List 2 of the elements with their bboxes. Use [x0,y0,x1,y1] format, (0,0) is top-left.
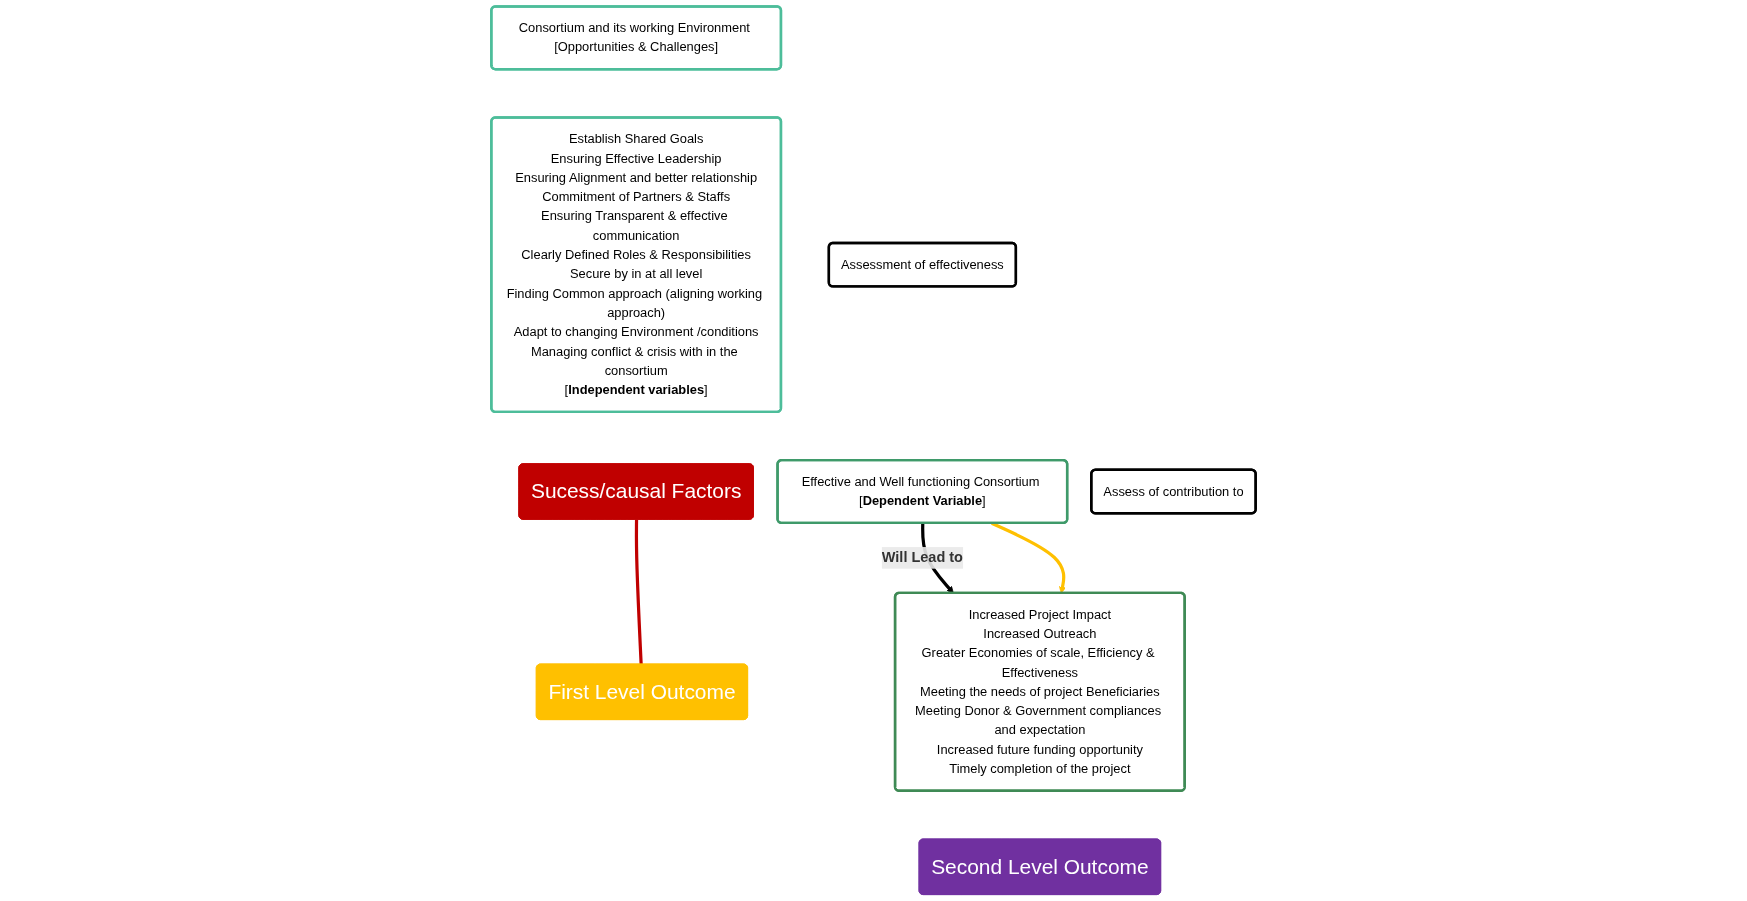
edge-label: Will Lead to [881,549,963,566]
connector [634,519,643,665]
